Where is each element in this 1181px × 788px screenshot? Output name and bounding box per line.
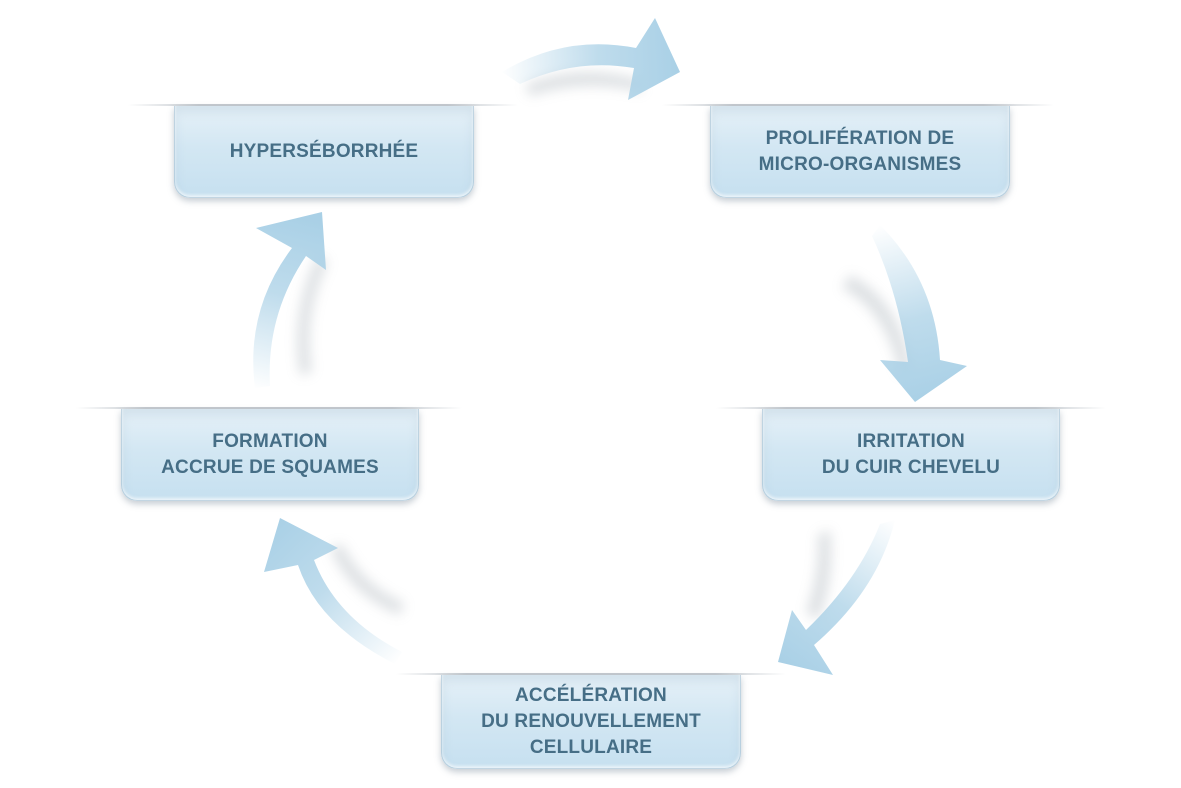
node-hyperseborrhee: HYPERSÉBORRHÉE	[174, 106, 474, 198]
node-irritation: IRRITATION DU CUIR CHEVELU	[762, 409, 1060, 501]
shelf-formation	[76, 407, 462, 409]
arrow-proliferation-to-irritation	[872, 225, 967, 402]
node-proliferation: PROLIFÉRATION DE MICRO-ORGANISMES	[710, 106, 1010, 198]
arrow-hyperseborrhee-to-proliferation	[502, 18, 680, 100]
shelf-irritation	[716, 407, 1106, 409]
arrow-acceleration-to-formation	[264, 518, 402, 664]
node-label: HYPERSÉBORRHÉE	[229, 140, 419, 162]
node-acceleration: ACCÉLÉRATION DU RENOUVELLEMENT CELLULAIR…	[441, 675, 741, 769]
node-formation: FORMATION ACCRUE DE SQUAMES	[121, 409, 419, 501]
node-label: IRRITATION DU CUIR CHEVELU	[821, 430, 1001, 478]
node-label: PROLIFÉRATION DE MICRO-ORGANISMES	[758, 127, 962, 175]
shelf-hyperseborrhee	[128, 104, 518, 106]
shelf-proliferation	[662, 104, 1054, 106]
node-label: ACCÉLÉRATION DU RENOUVELLEMENT CELLULAIR…	[481, 684, 701, 758]
shelf-acceleration	[396, 673, 786, 675]
arrow-formation-to-hyperseborrhee	[253, 212, 326, 388]
arrow-irritation-to-acceleration	[778, 520, 895, 675]
node-label: FORMATION ACCRUE DE SQUAMES	[161, 430, 379, 478]
